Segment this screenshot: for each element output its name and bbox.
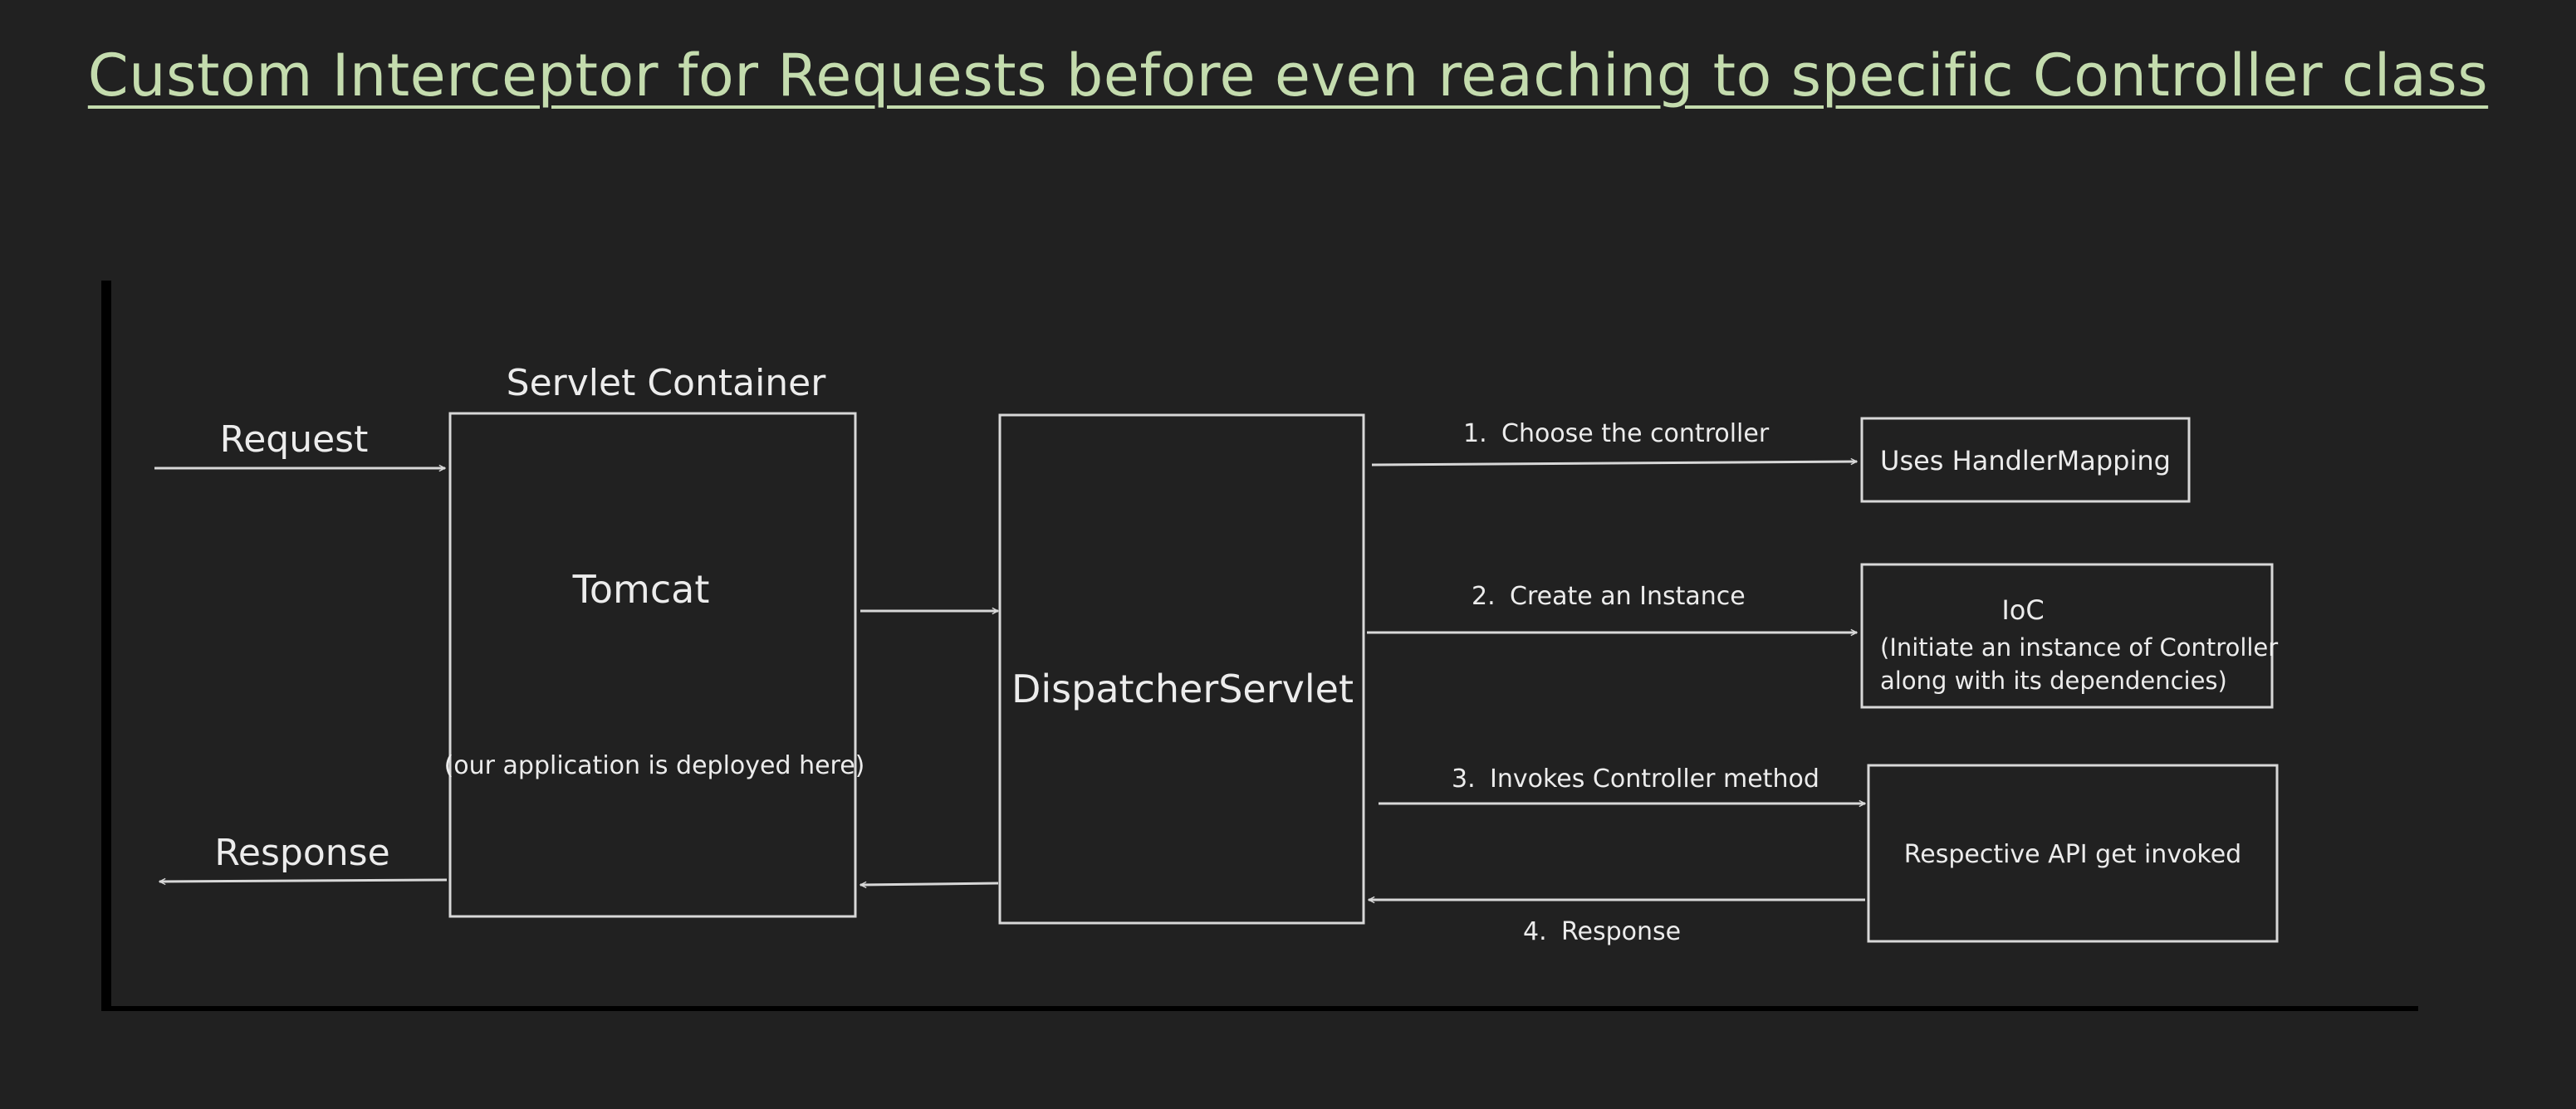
step-1-arrow (1371, 462, 1857, 467)
step-4-label: 4. Response (1523, 917, 1681, 946)
ioc-box (1860, 563, 2274, 709)
api-label: Respective API get invoked (1904, 840, 2241, 869)
handler-mapping-box (1860, 417, 2191, 503)
ioc-line-1: (Initiate an instance of Controller (1880, 633, 2278, 662)
request-label: Request (220, 418, 369, 461)
servlet-container-label: Servlet Container (507, 362, 827, 404)
step-number: 1. (1463, 419, 1487, 448)
step-number: 3. (1452, 765, 1476, 794)
dispatcher-servlet-box (998, 413, 1365, 925)
api-box (1867, 764, 2279, 943)
handler-mapping-label: Uses HandlerMapping (1880, 445, 2171, 476)
step-text: Choose the controller (1501, 419, 1770, 448)
step-text: Response (1561, 917, 1681, 946)
ioc-title: IoC (2001, 594, 2044, 626)
frame-bottom-edge (101, 1006, 2418, 1011)
step-text: Invokes Controller method (1490, 765, 1819, 794)
dispatcher-to-tomcat-arrow (860, 883, 999, 885)
frame-left-edge (101, 281, 111, 1011)
step-2-label: 2. Create an Instance (1472, 582, 1746, 611)
step-text: Create an Instance (1510, 582, 1746, 611)
ioc-line-2: along with its dependencies) (1880, 667, 2227, 695)
tomcat-subtitle: (our application is deployed here) (444, 751, 865, 780)
step-3-label: 3. Invokes Controller method (1452, 765, 1819, 794)
page-title: Custom Interceptor for Requests before e… (87, 42, 2489, 110)
dispatcher-servlet-label: DispatcherServlet (1011, 667, 1354, 711)
step-number: 4. (1523, 917, 1547, 946)
step-number: 2. (1472, 582, 1496, 611)
tomcat-box (448, 412, 857, 918)
tomcat-title: Tomcat (572, 567, 710, 612)
step-1-label: 1. Choose the controller (1463, 419, 1770, 448)
response-arrow (159, 880, 448, 882)
response-label: Response (214, 832, 389, 874)
